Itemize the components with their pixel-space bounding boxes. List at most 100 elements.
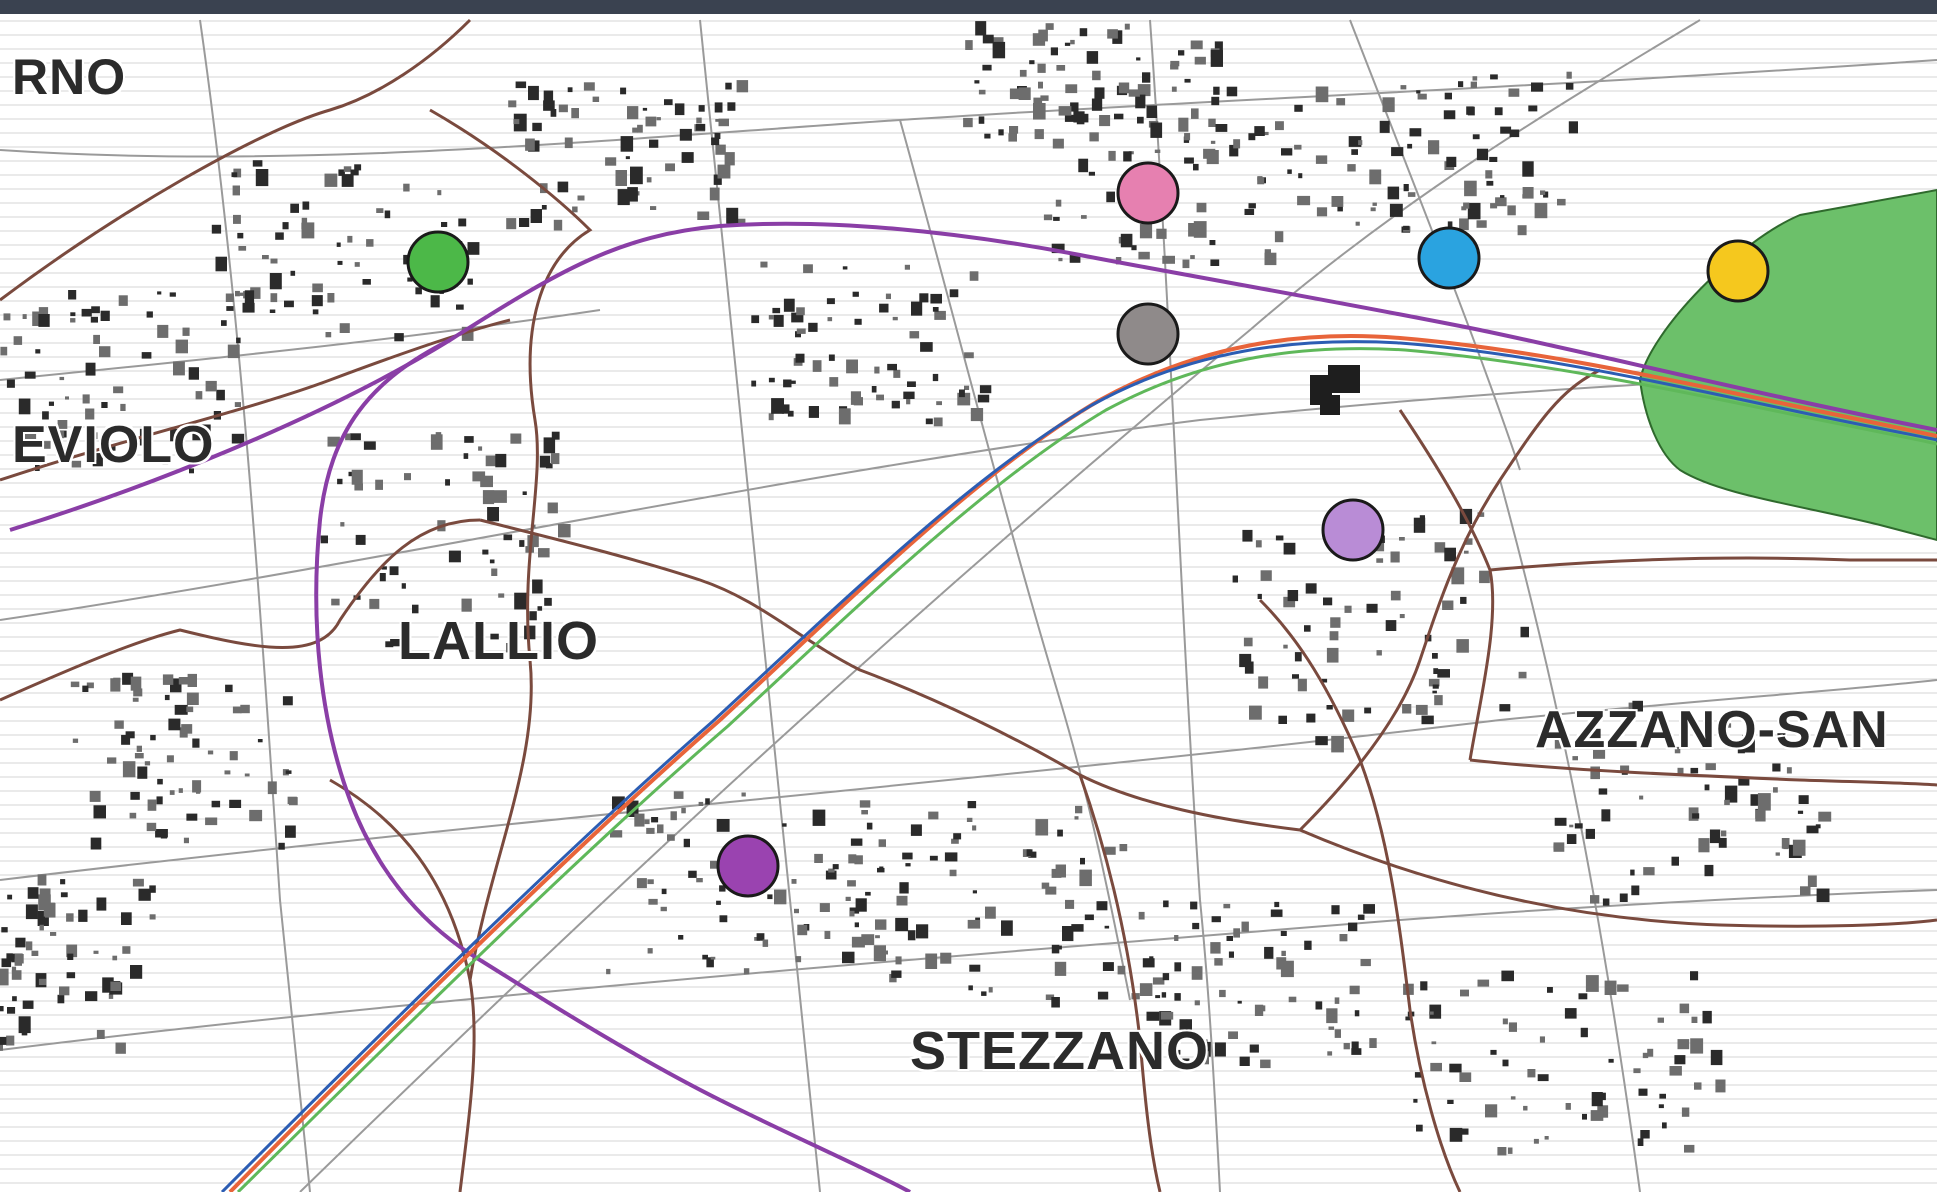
building-block xyxy=(1208,118,1216,127)
building-block xyxy=(979,385,992,394)
building-block xyxy=(1419,515,1425,522)
building-block xyxy=(902,852,913,860)
building-block xyxy=(959,389,965,398)
building-block xyxy=(39,924,44,931)
building-block xyxy=(819,903,830,912)
building-block xyxy=(1351,149,1358,155)
building-block xyxy=(401,583,406,589)
building-block xyxy=(1214,958,1223,966)
building-block xyxy=(796,307,805,316)
building-block xyxy=(715,119,720,122)
building-block xyxy=(267,781,277,795)
building-block xyxy=(1494,107,1503,116)
building-block xyxy=(681,807,686,814)
building-block xyxy=(1369,169,1382,185)
building-block xyxy=(1564,1008,1577,1019)
building-block xyxy=(1464,550,1469,554)
pink-marker[interactable] xyxy=(1116,161,1180,225)
road xyxy=(899,119,1131,1001)
building-block xyxy=(1191,108,1199,119)
building-block xyxy=(85,408,95,420)
building-block xyxy=(1035,819,1049,836)
lavender-marker[interactable] xyxy=(1321,498,1385,562)
building-block xyxy=(1501,970,1514,982)
building-block xyxy=(1339,934,1348,942)
building-block xyxy=(1170,64,1179,70)
building-block xyxy=(159,455,165,460)
building-block xyxy=(1287,169,1292,174)
building-block xyxy=(250,287,261,299)
building-block xyxy=(498,593,505,598)
building-block xyxy=(1315,86,1329,103)
building-block xyxy=(1460,989,1469,997)
building-block xyxy=(1429,1004,1442,1019)
building-block xyxy=(96,897,107,911)
building-block xyxy=(166,755,174,763)
building-block xyxy=(899,882,909,894)
building-block xyxy=(910,824,922,836)
blue-marker[interactable] xyxy=(1417,226,1481,290)
building-block xyxy=(1601,809,1611,822)
building-block xyxy=(741,792,746,797)
building-block xyxy=(719,885,726,892)
building-block xyxy=(125,731,135,739)
building-block xyxy=(1274,901,1280,908)
building-block xyxy=(85,991,98,1002)
building-block xyxy=(1417,93,1427,100)
building-block xyxy=(141,352,152,359)
building-block xyxy=(1354,1010,1360,1017)
building-block xyxy=(1228,951,1234,958)
building-block xyxy=(783,298,795,312)
yellow-marker[interactable] xyxy=(1706,239,1770,303)
building-block xyxy=(435,432,442,440)
building-block xyxy=(235,290,240,297)
gray-marker[interactable] xyxy=(1116,302,1180,366)
building-block xyxy=(339,323,350,333)
building-block xyxy=(916,924,929,939)
town-label-azzano-san: AZZANO-SAN xyxy=(1535,701,1889,759)
building-block xyxy=(1137,84,1151,97)
building-block xyxy=(1232,575,1238,583)
building-block xyxy=(1096,901,1108,911)
building-block xyxy=(1179,1019,1192,1034)
building-block xyxy=(221,320,227,326)
building-block xyxy=(773,314,784,327)
building-block xyxy=(93,950,99,954)
building-block xyxy=(54,430,65,439)
building-block xyxy=(933,417,943,427)
building-block xyxy=(1517,225,1527,236)
building-block xyxy=(18,398,31,415)
building-block xyxy=(736,80,749,93)
building-block xyxy=(1643,867,1655,876)
building-block xyxy=(133,688,143,697)
building-block xyxy=(968,985,973,991)
building-block xyxy=(1174,993,1181,1001)
building-block xyxy=(1705,763,1716,771)
building-block xyxy=(975,21,987,36)
building-block xyxy=(1043,214,1053,221)
building-block xyxy=(458,218,467,227)
building-block xyxy=(1565,1103,1571,1110)
building-block xyxy=(1750,794,1761,806)
building-block xyxy=(1210,49,1223,67)
building-block xyxy=(1429,1011,1434,1015)
building-block xyxy=(1274,231,1284,243)
building-block xyxy=(698,801,704,806)
building-block xyxy=(1226,86,1238,97)
building-block xyxy=(173,361,185,376)
building-block xyxy=(102,977,114,993)
building-block xyxy=(925,953,938,969)
building-block xyxy=(442,647,447,652)
building-block xyxy=(953,833,962,840)
purple-marker[interactable] xyxy=(716,834,780,898)
building-block xyxy=(467,242,480,255)
building-block xyxy=(485,455,497,467)
building-block xyxy=(787,410,794,417)
building-block xyxy=(794,908,799,914)
building-block xyxy=(341,174,354,187)
building-block xyxy=(1275,121,1284,131)
building-block xyxy=(649,139,659,148)
green-marker[interactable] xyxy=(406,230,470,294)
